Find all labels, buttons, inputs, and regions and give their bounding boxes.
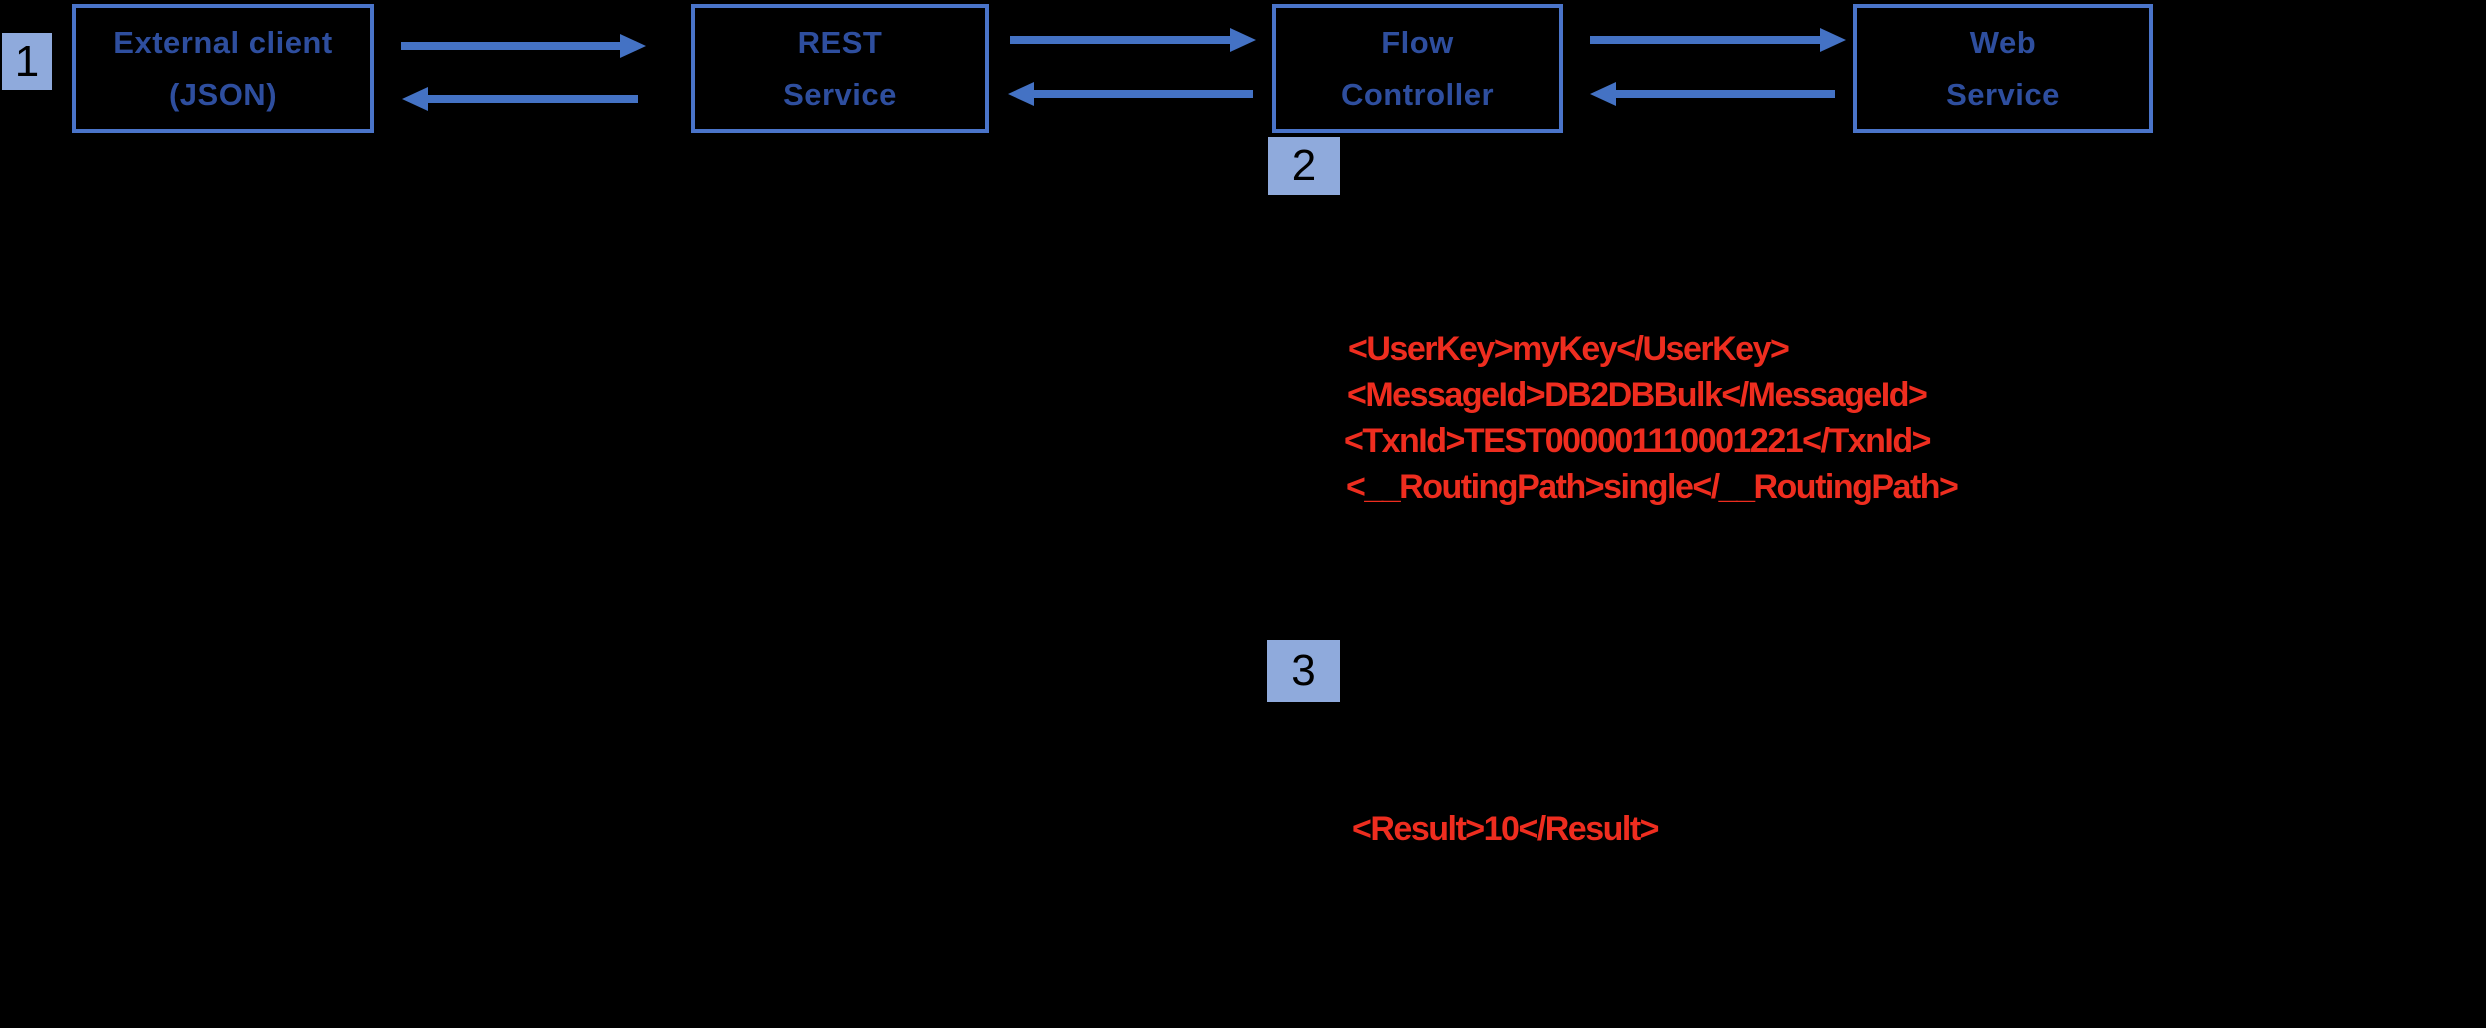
arrow-shaft	[1010, 36, 1232, 44]
node-rest-service-line1: REST	[797, 24, 883, 60]
node-web-service-line2: Service	[1946, 76, 2060, 112]
node-external-client-line1: External client	[113, 24, 333, 60]
arrow-shaft	[1032, 90, 1253, 98]
node-external-client-line2: (JSON)	[168, 76, 278, 112]
arrow-client-to-rest	[401, 34, 646, 58]
arrow-head-right-icon	[1230, 28, 1256, 52]
arrow-shaft	[1590, 36, 1822, 44]
arrow-head-right-icon	[620, 34, 646, 58]
arrow-web-to-flow	[1590, 82, 1835, 106]
arrow-flow-to-web	[1590, 28, 1846, 52]
node-flow-controller-line2: Controller	[1340, 76, 1495, 112]
node-web-service: Web Service	[1853, 4, 2153, 133]
node-flow-controller: Flow Controller	[1272, 4, 1563, 133]
arrow-head-left-icon	[1590, 82, 1616, 106]
xml-request-line-userkey: <UserKey>myKey</UserKey>	[1348, 330, 1790, 368]
arrow-shaft	[426, 95, 638, 103]
node-rest-service-line2: Service	[783, 76, 897, 112]
arrow-head-left-icon	[1008, 82, 1034, 106]
node-rest-service: REST Service	[691, 4, 989, 133]
node-web-service-line1: Web	[1969, 24, 2037, 60]
node-flow-controller-line1: Flow	[1381, 24, 1454, 60]
arrow-head-right-icon	[1820, 28, 1846, 52]
step-badge-2: 2	[1268, 137, 1340, 195]
arrow-shaft	[401, 42, 622, 50]
arrow-rest-to-client	[402, 87, 638, 111]
xml-response-line-result: <Result>10</Result>	[1352, 810, 1660, 848]
node-external-client: External client (JSON)	[72, 4, 374, 133]
arrow-rest-to-flow	[1010, 28, 1256, 52]
step-badge-3: 3	[1267, 640, 1340, 702]
arrow-flow-to-rest	[1008, 82, 1253, 106]
xml-request-line-routingpath: <__RoutingPath>single</__RoutingPath>	[1346, 468, 1959, 506]
arrow-shaft	[1614, 90, 1835, 98]
arrow-head-left-icon	[402, 87, 428, 111]
xml-request-line-messageid: <MessageId>DB2DBBulk</MessageId>	[1347, 376, 1928, 414]
step-badge-1: 1	[2, 33, 52, 90]
xml-request-line-txnid: <TxnId>TEST000001110001221</TxnId>	[1344, 422, 1931, 460]
